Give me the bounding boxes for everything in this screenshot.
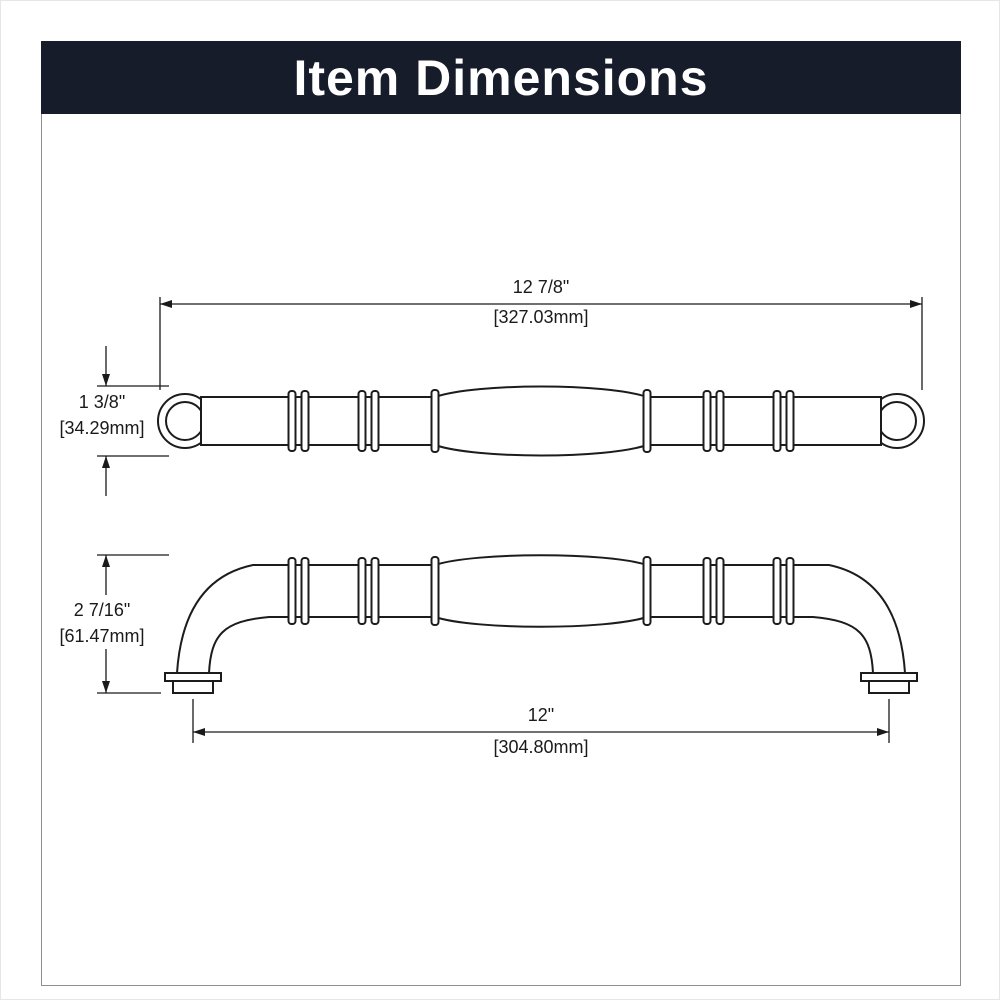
dimension-overall-length: 12 7/8" [327.03mm] — [159, 277, 923, 390]
ring-band — [702, 557, 712, 625]
dim-center-to-center-mm: [304.80mm] — [493, 737, 588, 757]
ring-band — [357, 557, 367, 625]
ring-band — [287, 557, 297, 625]
ring-band — [430, 556, 440, 626]
arrowhead-left — [160, 300, 172, 308]
ring-band — [715, 390, 725, 452]
arrowhead-up — [102, 456, 110, 468]
ring-band — [772, 390, 782, 452]
ring-band — [785, 557, 795, 625]
ring-band — [702, 390, 712, 452]
ring-band — [772, 557, 782, 625]
ring-band — [430, 389, 440, 453]
ring-band — [300, 390, 310, 452]
end-cap-inner-ring — [165, 401, 205, 441]
ring-band — [287, 390, 297, 452]
ring-band — [300, 557, 310, 625]
ring-band — [370, 557, 380, 625]
dim-projection-mm: [61.47mm] — [59, 626, 144, 646]
dim-overall-length-mm: [327.03mm] — [493, 307, 588, 327]
arrowhead-down — [102, 374, 110, 386]
dim-grip-height-inches: 1 3/8" — [79, 392, 125, 412]
arrowhead-down — [102, 681, 110, 693]
arrowhead-up — [102, 555, 110, 567]
page-title: Item Dimensions — [293, 49, 709, 106]
dim-center-to-center-inches: 12" — [528, 705, 554, 725]
ring-band — [785, 390, 795, 452]
end-cap-inner-ring — [877, 401, 917, 441]
arrowhead-right — [910, 300, 922, 308]
dim-projection-inches: 2 7/16" — [74, 600, 130, 620]
front-view-drawing — [164, 554, 918, 694]
ring-bands — [287, 556, 795, 626]
handle-silhouette — [164, 554, 918, 694]
arrowhead-left — [193, 728, 205, 736]
top-view-drawing — [157, 385, 925, 457]
ring-band — [642, 556, 652, 626]
ring-band — [715, 557, 725, 625]
header-bar: Item Dimensions — [41, 41, 961, 114]
ring-band — [642, 389, 652, 453]
dimension-grip-height: 1 3/8" [34.29mm] — [59, 346, 169, 496]
dim-grip-height-mm: [34.29mm] — [59, 418, 144, 438]
arrowhead-right — [877, 728, 889, 736]
dimension-center-to-center: 12" [304.80mm] — [192, 699, 890, 757]
dim-overall-length-inches: 12 7/8" — [513, 277, 569, 297]
ring-band — [370, 390, 380, 452]
ring-band — [357, 390, 367, 452]
ring-bands — [287, 389, 795, 453]
dimension-projection: 2 7/16" [61.47mm] — [59, 554, 169, 694]
